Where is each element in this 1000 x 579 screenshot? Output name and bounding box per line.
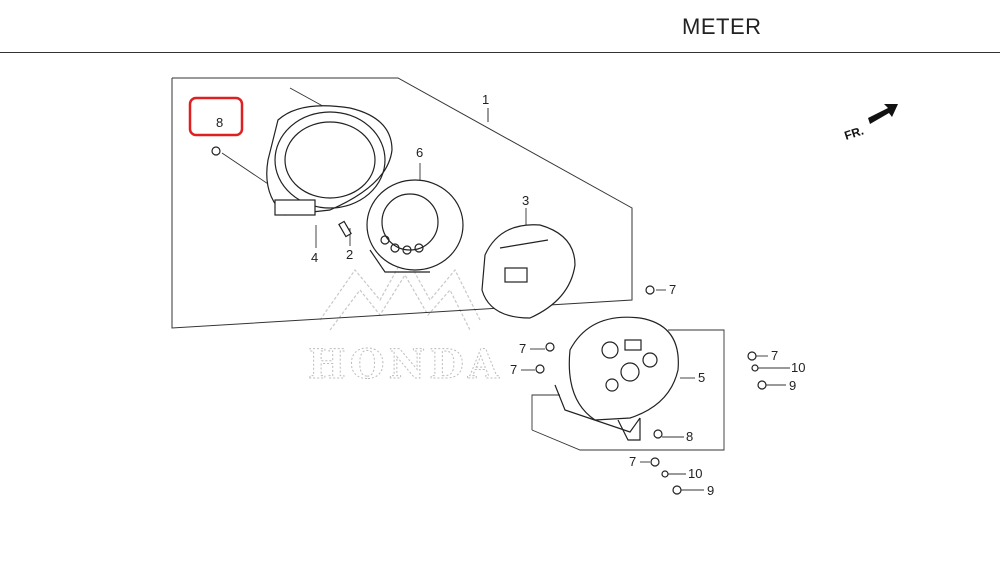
leader-lines [221,87,790,491]
honda-watermark: HONDA [308,253,503,389]
callout-8: 8 [686,429,693,444]
screw-part-8-top [211,146,221,156]
callout-8-highlighted: 8 [216,115,223,130]
ring-part-6 [366,179,464,273]
callout-5: 5 [698,370,705,385]
callout-7: 7 [629,454,636,469]
bezel-part-4 [266,105,393,216]
callout-10: 10 [688,466,702,481]
assembly-frame [171,77,633,329]
callout-9: 9 [707,483,714,498]
callout-7: 7 [669,282,676,297]
callout-6: 6 [416,145,423,160]
highlight-box [188,96,244,137]
callout-1: 1 [482,92,489,107]
gauge-part-3 [481,224,576,319]
fasteners [535,285,767,495]
front-direction-indicator: FR. [843,104,898,143]
callout-7: 7 [510,362,517,377]
callout-9: 9 [789,378,796,393]
callout-10: 10 [791,360,805,375]
screw-part-2 [338,220,352,238]
callout-7: 7 [771,348,778,363]
callout-3: 3 [522,193,529,208]
callout-2: 2 [346,247,353,262]
front-label: FR. [843,124,866,143]
callout-7: 7 [519,341,526,356]
callout-4: 4 [311,250,318,265]
header-divider [0,52,1000,53]
callout-labels: 1 2 3 4 5 6 8 7 7 7 7 7 8 9 9 10 10 [216,92,805,498]
watermark-text: HONDA [308,341,503,388]
case-part-5 [554,316,679,441]
page-title: METER [682,14,762,39]
